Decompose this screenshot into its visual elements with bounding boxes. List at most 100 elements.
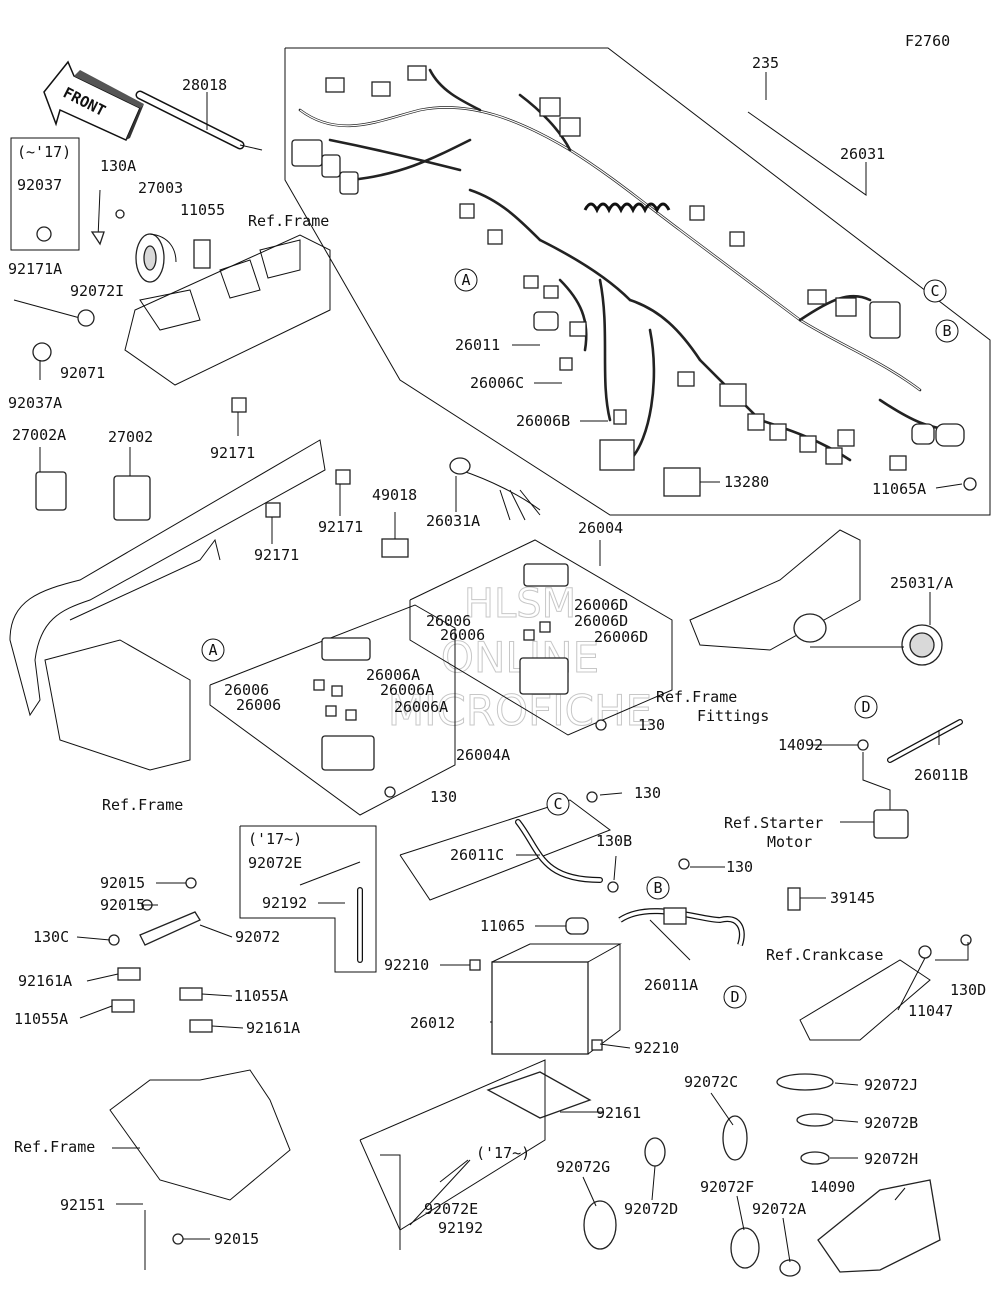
part-label: 92192 <box>438 1219 483 1237</box>
part-label: 26031A <box>426 512 480 530</box>
part-label: 92037A <box>8 394 62 412</box>
part-label: 26004 <box>578 519 623 537</box>
ref-frame-top: Ref.Frame <box>248 212 329 230</box>
part-label: 235 <box>752 54 779 72</box>
part-label: 26011 <box>455 336 500 354</box>
part-label: 13280 <box>724 473 769 491</box>
group-from-17-bottom: ('17~) <box>476 1144 530 1162</box>
part-label: 27002A <box>12 426 66 444</box>
part-label: 11055A <box>14 1010 68 1028</box>
part-label: 27002 <box>108 428 153 446</box>
part-label: 92072C <box>684 1073 738 1091</box>
part-label: 92072B <box>864 1114 918 1132</box>
part-label: 28018 <box>182 76 227 94</box>
ref-frame-mid: Ref.Frame <box>102 796 183 814</box>
callout-a-upper: A <box>454 268 478 292</box>
part-label: 26006A <box>380 681 434 699</box>
part-label: 130B <box>596 832 632 850</box>
part-label: 92171 <box>210 444 255 462</box>
main-harness-outline <box>284 47 991 516</box>
part-label: 130 <box>638 716 665 734</box>
callout-c-upper: C <box>923 279 947 303</box>
part-label: 130 <box>430 788 457 806</box>
lower-left-bracket <box>108 877 291 1270</box>
part-label: 92072A <box>752 1200 806 1218</box>
part-label: 92072 <box>235 928 280 946</box>
group-upto-17-top: (~'17) <box>17 143 71 161</box>
part-label: 92161A <box>246 1019 300 1037</box>
part-label: 92072F <box>700 1178 754 1196</box>
fusebox-26004 <box>409 539 673 736</box>
front-arrow: FRONT <box>43 60 144 141</box>
main-wiring-harness <box>291 65 977 497</box>
part-label: 26011C <box>450 846 504 864</box>
svg-text:A: A <box>208 641 217 659</box>
part-label: 26006B <box>516 412 570 430</box>
svg-text:C: C <box>553 795 562 813</box>
watermark: HLSM ONLINE MICROFICHE <box>387 581 652 736</box>
svg-text:B: B <box>942 322 951 340</box>
part-label: 14092 <box>778 736 823 754</box>
starter-area <box>857 719 963 839</box>
part-label: 11065A <box>872 480 926 498</box>
part-label: 26006D <box>574 596 628 614</box>
part-label: 11065 <box>480 917 525 935</box>
callout-d-upper: D <box>854 695 878 719</box>
part-label: 39145 <box>830 889 875 907</box>
part-label: 92161 <box>596 1104 641 1122</box>
part-label: 92151 <box>60 1196 105 1214</box>
svg-text:D: D <box>861 698 870 716</box>
part-label: 92037 <box>17 176 62 194</box>
part-label: 25031/A <box>890 574 953 592</box>
part-label: 92072D <box>624 1200 678 1218</box>
part-label: 92015 <box>100 874 145 892</box>
part-label: 49018 <box>372 486 417 504</box>
ref-frame-fittings-line2: Fittings <box>697 707 769 725</box>
callout-c-lower: C <box>546 792 570 816</box>
part-label: 92210 <box>634 1039 679 1057</box>
part-label: 27003 <box>138 179 183 197</box>
part-label: 26006A <box>394 698 448 716</box>
part-label: 130A <box>100 157 136 175</box>
part-label: 92072I <box>70 282 124 300</box>
part-label: 92072H <box>864 1150 918 1168</box>
part-label: 14090 <box>810 1178 855 1196</box>
watermark-line-1: HLSM <box>464 581 576 627</box>
part-label: 92171 <box>254 546 299 564</box>
part-labels: 28018 235 26031 92037 130A 27003 11055 9… <box>8 54 986 1248</box>
lower-right-items <box>380 887 972 1277</box>
figure-code: F2760 <box>905 32 950 50</box>
part-label: 26006A <box>366 666 420 684</box>
part-label: 26006 <box>224 681 269 699</box>
part-label: 92015 <box>214 1230 259 1248</box>
part-label: 26011A <box>644 976 698 994</box>
part-label: 130D <box>950 981 986 999</box>
part-label: 92171A <box>8 260 62 278</box>
callout-b-upper: B <box>935 319 959 343</box>
part-label: 26006D <box>594 628 648 646</box>
part-label: 26006D <box>574 612 628 630</box>
part-label: 92072E <box>424 1200 478 1218</box>
upper-left-components <box>10 90 331 413</box>
callout-a-lower: A <box>201 638 225 662</box>
battery-area <box>359 791 745 1231</box>
part-label: 26006C <box>470 374 524 392</box>
part-label: 92015 <box>100 896 145 914</box>
part-label: 26031 <box>840 145 885 163</box>
part-label: 92192 <box>262 894 307 912</box>
ref-frame-bottom: Ref.Frame <box>14 1138 95 1156</box>
ref-frame-fittings-line1: Ref.Frame <box>656 688 737 706</box>
part-label: 130 <box>726 858 753 876</box>
group-from-17-mid: ('17~) <box>248 830 302 848</box>
ref-crankcase: Ref.Crankcase <box>766 946 883 964</box>
svg-text:B: B <box>653 879 662 897</box>
part-label: 92072E <box>248 854 302 872</box>
ref-starter-line2: Motor <box>767 833 812 851</box>
leader-lines <box>39 72 969 1263</box>
part-label: 11055A <box>234 987 288 1005</box>
callout-d-lower: D <box>723 985 747 1009</box>
part-label: 92171 <box>318 518 363 536</box>
ref-starter-line1: Ref.Starter <box>724 814 823 832</box>
part-label: 92210 <box>384 956 429 974</box>
